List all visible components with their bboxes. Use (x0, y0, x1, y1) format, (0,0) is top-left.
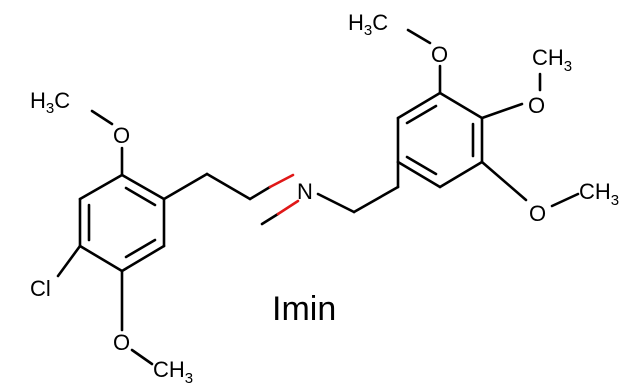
bond (78, 244, 124, 273)
bond (396, 160, 442, 189)
atom-cl: Cl (30, 276, 51, 301)
atom-o-ring2-right: O (529, 201, 546, 226)
bond (162, 172, 209, 201)
bond-accent (276, 199, 300, 216)
bond (316, 192, 356, 214)
bond-accent (268, 173, 295, 189)
atom-o-bottom-left: O (113, 330, 130, 355)
double-bond-inner (124, 186, 157, 207)
bond (550, 192, 580, 208)
atom-o-ring2-top: O (431, 42, 448, 67)
caption-label: Imin (272, 290, 336, 328)
methyl-ch3-ring2-right: CH3 (579, 179, 619, 209)
bond (56, 244, 82, 278)
bond (480, 102, 524, 120)
ring-right-substituents (396, 28, 580, 208)
bond (120, 244, 166, 273)
bond (352, 185, 400, 214)
bond (406, 28, 432, 45)
methyl-ch3-bottom-left: CH3 (153, 357, 193, 387)
atom-o-ring2-mid: O (528, 93, 545, 118)
atom-n: N (297, 179, 313, 204)
bond (120, 173, 166, 201)
methyl-h3c-top-left: H3C (30, 88, 70, 117)
bond (205, 172, 252, 201)
atom-o-top-left: O (113, 123, 130, 148)
benzene-ring-right (396, 91, 484, 189)
benzene-ring-left (78, 173, 166, 273)
bond (438, 160, 484, 189)
ring-left-substituents (56, 109, 252, 366)
bond (396, 91, 442, 120)
double-bond-inner (124, 238, 157, 259)
bond (248, 185, 272, 201)
methyl-h3c-ring2-top: H3C (348, 10, 388, 39)
bond (78, 173, 124, 201)
bond (260, 212, 280, 226)
bond (480, 160, 528, 202)
bond (90, 109, 114, 126)
imine-double-bond (248, 173, 400, 226)
bond (438, 91, 484, 120)
bond (130, 348, 154, 366)
double-bond-inner (405, 104, 438, 125)
methyl-ch3-ring2-mid: CH3 (532, 45, 572, 75)
double-bond-inner (405, 155, 438, 176)
